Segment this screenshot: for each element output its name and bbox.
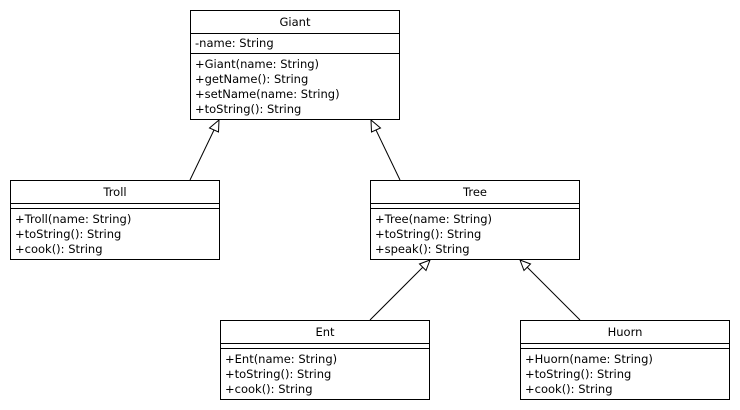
attributes-compartment bbox=[521, 344, 729, 349]
operations-compartment: +Tree(name: String) +toString(): String … bbox=[371, 209, 579, 259]
operation: +toString(): String bbox=[375, 227, 482, 241]
operation: +Troll(name: String) bbox=[15, 212, 132, 226]
hollow-triangle-arrowhead bbox=[418, 259, 431, 272]
attribute: -name: String bbox=[195, 36, 274, 50]
operation: +toString(): String bbox=[525, 367, 632, 381]
operation: +Tree(name: String) bbox=[375, 212, 493, 226]
generalization-troll-giant bbox=[189, 118, 220, 181]
operation: +cook(): String bbox=[225, 382, 313, 396]
hollow-triangle-arrowhead bbox=[370, 118, 382, 133]
operation: +cook(): String bbox=[15, 242, 103, 256]
generalization-line bbox=[526, 266, 581, 321]
operation: +toString(): String bbox=[225, 367, 332, 381]
class-huorn[interactable]: Huorn +Huorn(name: String) +toString(): … bbox=[520, 320, 730, 400]
class-giant[interactable]: Giant -name: String +Giant(name: String)… bbox=[190, 10, 400, 120]
operation: +Giant(name: String) bbox=[195, 57, 320, 71]
generalization-line bbox=[189, 129, 215, 181]
operation: +speak(): String bbox=[375, 242, 470, 256]
generalization-huorn-tree bbox=[519, 259, 581, 321]
operation: +cook(): String bbox=[525, 382, 613, 396]
class-name: Ent bbox=[221, 321, 429, 344]
operation: +setName(name: String) bbox=[195, 87, 340, 101]
generalization-tree-giant bbox=[370, 118, 401, 181]
operation: +toString(): String bbox=[195, 102, 302, 116]
operations-compartment: +Troll(name: String) +toString(): String… bbox=[11, 209, 219, 259]
class-name: Huorn bbox=[521, 321, 729, 344]
attributes-compartment bbox=[221, 344, 429, 349]
class-name: Troll bbox=[11, 181, 219, 204]
generalization-line bbox=[369, 266, 424, 321]
generalization-ent-tree bbox=[369, 259, 431, 321]
attributes-compartment bbox=[11, 204, 219, 209]
operation: +Ent(name: String) bbox=[225, 352, 338, 366]
attributes-compartment: -name: String bbox=[191, 34, 399, 54]
operation: +toString(): String bbox=[15, 227, 122, 241]
hollow-triangle-arrowhead bbox=[208, 118, 220, 133]
class-ent[interactable]: Ent +Ent(name: String) +toString(): Stri… bbox=[220, 320, 430, 400]
hollow-triangle-arrowhead bbox=[519, 259, 532, 272]
class-tree[interactable]: Tree +Tree(name: String) +toString(): St… bbox=[370, 180, 580, 260]
operation: +getName(): String bbox=[195, 72, 309, 86]
attributes-compartment bbox=[371, 204, 579, 209]
class-name: Giant bbox=[191, 11, 399, 34]
operation: +Huorn(name: String) bbox=[525, 352, 653, 366]
generalization-line bbox=[375, 129, 401, 181]
class-name: Tree bbox=[371, 181, 579, 204]
operations-compartment: +Huorn(name: String) +toString(): String… bbox=[521, 349, 729, 399]
operations-compartment: +Ent(name: String) +toString(): String +… bbox=[221, 349, 429, 399]
operations-compartment: +Giant(name: String) +getName(): String … bbox=[191, 54, 399, 119]
class-troll[interactable]: Troll +Troll(name: String) +toString(): … bbox=[10, 180, 220, 260]
